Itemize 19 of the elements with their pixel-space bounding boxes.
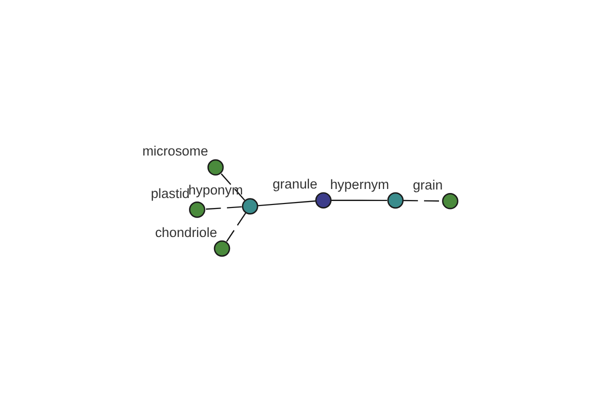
node-circle: [315, 192, 332, 208]
node-label: granule: [272, 176, 318, 192]
connector: [331, 199, 388, 201]
node-circle: [242, 198, 258, 214]
node-label: chondriole: [155, 224, 218, 240]
node-circle: [207, 158, 224, 176]
node-circle: [442, 192, 458, 209]
node-circle: [189, 201, 206, 218]
connector: [258, 200, 316, 206]
node-label: hypernym: [330, 176, 390, 192]
connector: [206, 206, 242, 210]
node-circle: [214, 240, 230, 256]
connector: [220, 172, 246, 200]
node-circle: [387, 192, 404, 208]
node-label: microsome: [142, 143, 208, 158]
node-label: grain: [412, 176, 443, 192]
node-label: hyponym: [188, 182, 243, 198]
node-label: plastid: [150, 186, 190, 201]
connector: [226, 212, 246, 242]
